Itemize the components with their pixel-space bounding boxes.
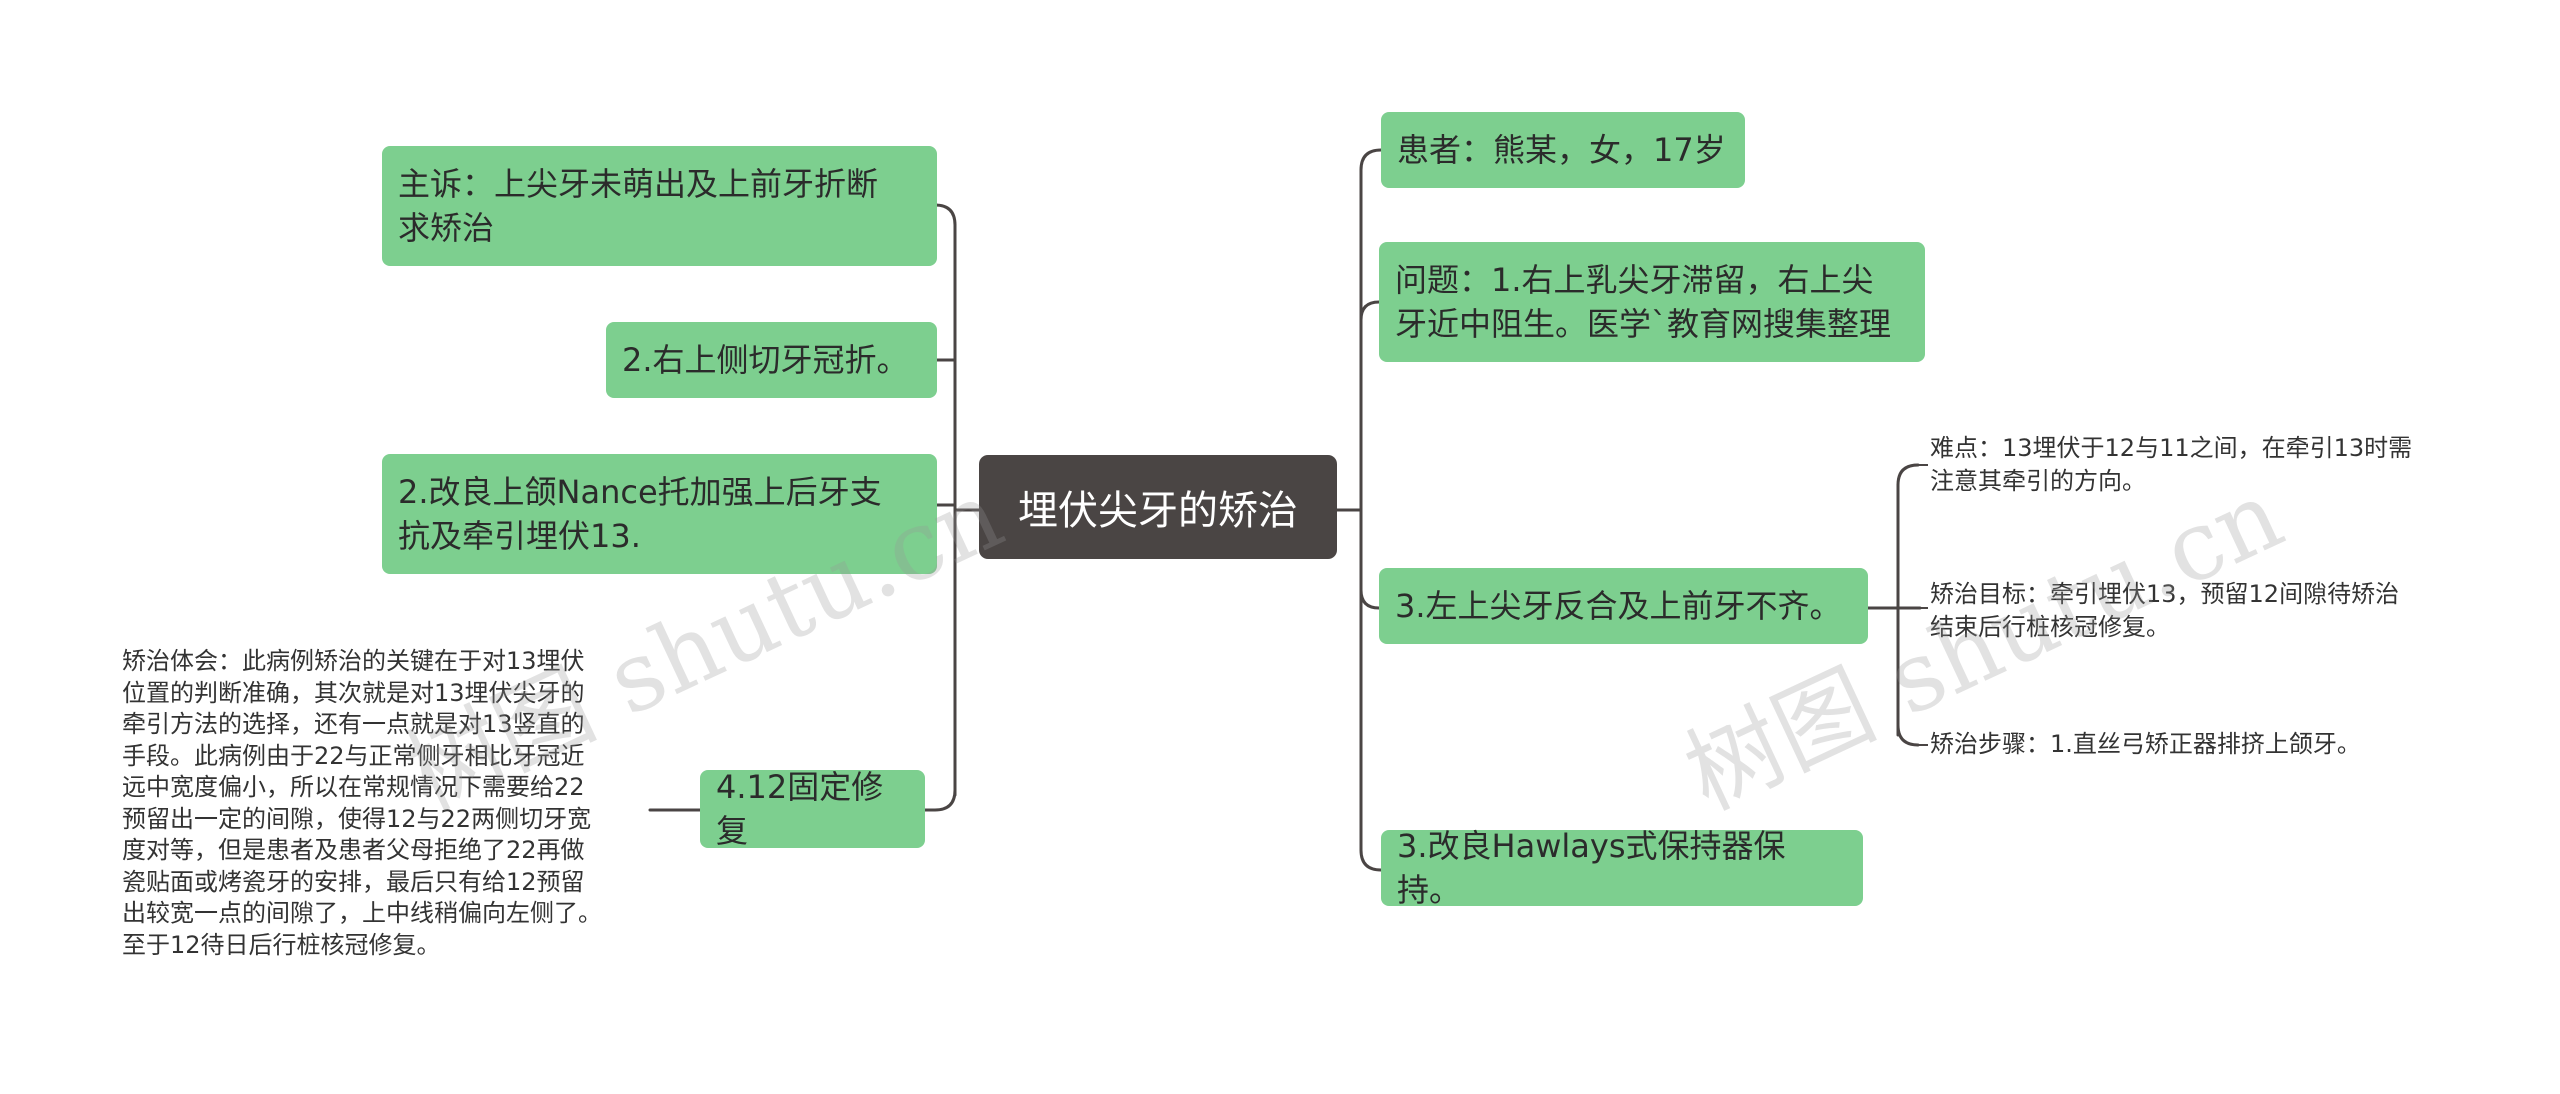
- node-complaint-line2: 求矫治: [398, 209, 495, 247]
- node-fixed-restoration[interactable]: 4.12固定修复: [700, 768, 925, 850]
- link-steps: [1896, 723, 1920, 747]
- node-nance-line2: 抗及牵引埋伏13.: [398, 517, 641, 555]
- node-nance[interactable]: 2.改良上颌Nance托加强上后牙支 抗及牵引埋伏13.: [382, 454, 937, 574]
- link-patient: [1359, 148, 1383, 172]
- node-problem[interactable]: 问题：1.右上乳尖牙滞留，右上尖 牙近中阻生。医学`教育网搜集整理: [1379, 242, 1925, 362]
- node-complaint-line1: 主诉：上尖牙未萌出及上前牙折断: [398, 165, 879, 203]
- note-experience-line: 度对等，但是患者及患者父母拒绝了22再做: [122, 836, 585, 864]
- node-fixed-restoration-label: 4.12固定修复: [716, 768, 884, 850]
- node-crossbite-label: 3.左上尖牙反合及上前牙不齐。: [1395, 587, 1842, 625]
- node-complaint[interactable]: 主诉：上尖牙未萌出及上前牙折断 求矫治: [382, 146, 937, 266]
- note-experience-line: 瓷贴面或烤瓷牙的安排，最后只有给12预留: [122, 867, 585, 896]
- note-experience-line: 矫治体会：此病例矫治的关键在于对13埋伏: [122, 647, 585, 675]
- central-topic-label: 埋伏尖牙的矫治: [1018, 488, 1298, 534]
- central-topic[interactable]: 埋伏尖牙的矫治: [979, 455, 1337, 559]
- leaf-steps[interactable]: 矫治步骤：1.直丝弓矫正器排挤上颌牙。: [1930, 728, 2361, 761]
- note-experience-line: 手段。此病例由于22与正常侧牙相比牙冠近: [122, 741, 585, 770]
- node-nance-line1: 2.改良上颌Nance托加强上后牙支: [398, 473, 882, 511]
- node-crossbite[interactable]: 3.左上尖牙反合及上前牙不齐。: [1379, 568, 1868, 644]
- note-experience-line: 预留出一定的间隙，使得12与22两侧切牙宽: [122, 804, 592, 833]
- leaf-difficulty-line1: 难点：13埋伏于12与11之间，在牵引13时需: [1930, 434, 2413, 462]
- note-experience[interactable]: 矫治体会：此病例矫治的关键在于对13埋伏 位置的判断准确，其次就是对13埋伏尖牙…: [122, 646, 642, 961]
- node-lateral-incisor-label: 2.右上侧切牙冠折。: [622, 341, 909, 379]
- link-retainer: [1359, 848, 1383, 872]
- leaf-difficulty[interactable]: 难点：13埋伏于12与11之间，在牵引13时需 注意其牵引的方向。: [1930, 432, 2412, 498]
- node-patient[interactable]: 患者：熊某，女，17岁: [1381, 112, 1745, 188]
- link-problem: [1359, 300, 1381, 322]
- link-difficulty: [1896, 463, 1920, 487]
- node-problem-line2: 牙近中阻生。医学`教育网搜集整理: [1395, 305, 1892, 343]
- node-retainer-label: 3.改良Hawlays式保持器保持。: [1397, 827, 1786, 909]
- leaf-goal[interactable]: 矫治目标：牵引埋伏13，预留12间隙待矫治 结束后行桩核冠修复。: [1930, 578, 2399, 644]
- leaf-difficulty-line2: 注意其牵引的方向。: [1930, 467, 2146, 495]
- note-experience-line: 位置的判断准确，其次就是对13埋伏尖牙的: [122, 678, 585, 707]
- node-patient-label: 患者：熊某，女，17岁: [1397, 131, 1726, 169]
- note-experience-line: 远中宽度偏小，所以在常规情况下需要给22: [122, 773, 585, 801]
- link-crossbite: [1359, 588, 1381, 610]
- link-complaint: [934, 203, 957, 227]
- note-experience-line: 牵引方法的选择，还有一点就是对13竖直的: [122, 710, 585, 738]
- note-experience-line: 至于12待日后行桩核冠修复。: [122, 930, 441, 959]
- node-lateral-incisor[interactable]: 2.右上侧切牙冠折。: [606, 322, 937, 398]
- node-retainer[interactable]: 3.改良Hawlays式保持器保持。: [1381, 827, 1863, 909]
- leaf-steps-label: 矫治步骤：1.直丝弓矫正器排挤上颌牙。: [1930, 730, 2361, 758]
- leaf-goal-line1: 矫治目标：牵引埋伏13，预留12间隙待矫治: [1930, 580, 2400, 608]
- node-problem-line1: 问题：1.右上乳尖牙滞留，右上尖: [1395, 261, 1874, 299]
- link-fixed-restoration: [923, 788, 957, 812]
- note-experience-line: 出较宽一点的间隙了，上中线稍偏向左侧了。: [122, 899, 602, 927]
- leaf-goal-line2: 结束后行桩核冠修复。: [1930, 613, 2170, 641]
